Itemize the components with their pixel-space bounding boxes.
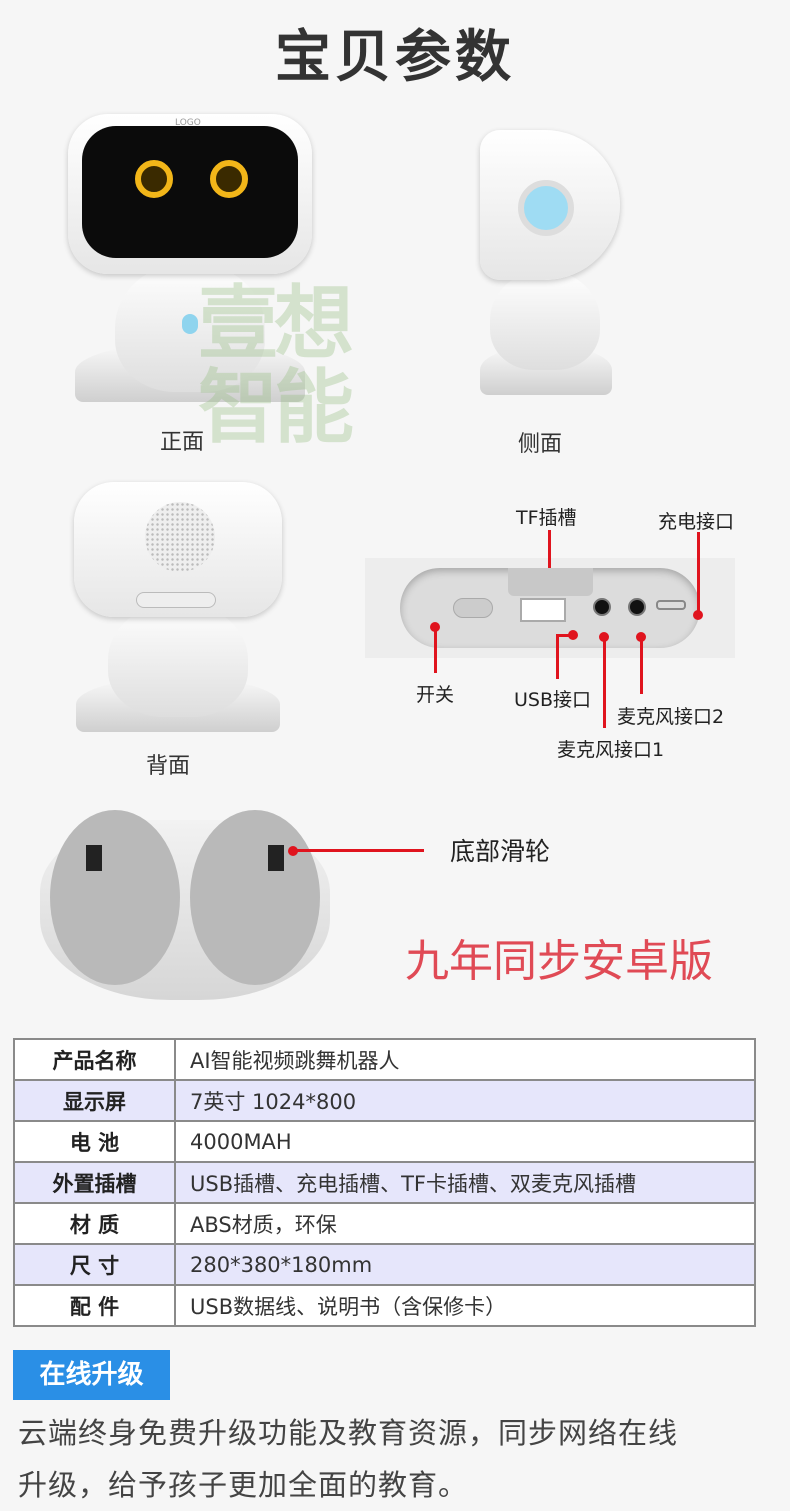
side-view-caption: 侧面 (518, 432, 563, 457)
spec-value: 4000MAH (174, 1120, 756, 1163)
spec-value: ABS材质，环保 (174, 1202, 756, 1245)
bottom-wheel-label: 底部滑轮 (450, 837, 551, 866)
back-view-caption: 背面 (146, 754, 191, 779)
robot-front-image: LOGO (60, 112, 320, 412)
mic2-port-label: 麦克风接口2 (617, 706, 725, 728)
port-panel-image (365, 558, 735, 658)
spec-key: 外置插槽 (13, 1161, 176, 1204)
spec-value: USB插槽、充电插槽、TF卡插槽、双麦克风插槽 (174, 1161, 756, 1204)
robot-side-image (470, 130, 620, 400)
usb-port-label: USB接口 (514, 689, 592, 711)
edition-label: 九年同步安卓版 (405, 936, 713, 987)
spec-key: 电 池 (13, 1120, 176, 1163)
watermark: 壹想智能 (198, 277, 354, 454)
mic1-port-label: 麦克风接口1 (557, 739, 665, 761)
power-button-icon (182, 314, 198, 334)
charge-port-label: 充电接口 (658, 511, 735, 533)
spec-key: 尺 寸 (13, 1243, 176, 1286)
spec-key: 产品名称 (13, 1038, 176, 1081)
speaker-grille (145, 502, 215, 572)
switch-label: 开关 (416, 684, 455, 706)
right-eye (210, 160, 248, 198)
spec-key: 材 质 (13, 1202, 176, 1245)
wheel-right (268, 845, 284, 871)
upgrade-desc-line2: 升级，给予孩子更加全面的教育。 (18, 1468, 469, 1502)
spec-key: 配 件 (13, 1284, 176, 1327)
robot-back-image (68, 482, 288, 737)
front-view-caption: 正面 (160, 430, 205, 455)
screen-logo: LOGO (175, 118, 201, 128)
left-eye (135, 160, 173, 198)
tf-slot-label: TF插槽 (516, 507, 577, 529)
spec-value: 280*380*180mm (174, 1243, 756, 1286)
spec-value: AI智能视频跳舞机器人 (174, 1038, 756, 1081)
wheel-left (86, 845, 102, 871)
spec-key: 显示屏 (13, 1079, 176, 1122)
upgrade-desc-line1: 云端终身免费升级功能及教育资源，同步网络在线 (18, 1416, 679, 1450)
robot-bottom-image (40, 810, 330, 1000)
spec-value: 7英寸 1024*800 (174, 1079, 756, 1122)
upgrade-badge: 在线升级 (13, 1350, 170, 1400)
page-title: 宝贝参数 (275, 25, 515, 90)
spec-value: USB数据线、说明书（含保修卡） (174, 1284, 756, 1327)
